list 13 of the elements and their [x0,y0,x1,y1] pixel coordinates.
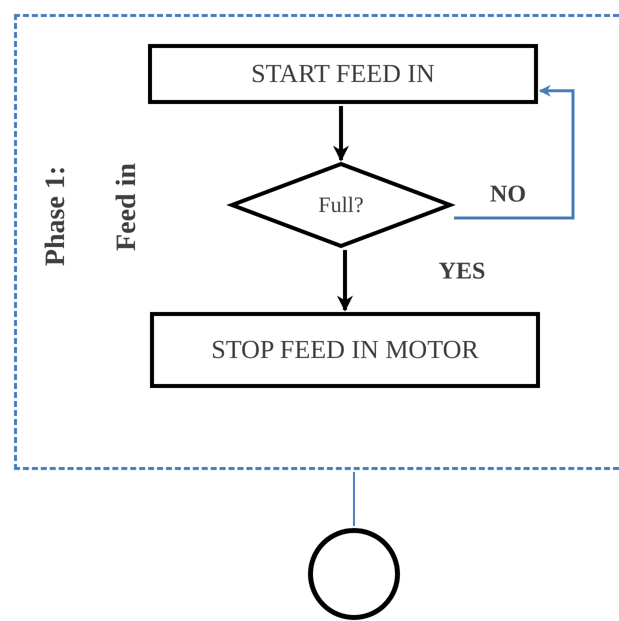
process-box [148,44,538,104]
arrow [337,250,353,312]
connector-line [353,472,355,526]
process-box [150,312,540,388]
phase-group [14,14,619,470]
arrow [454,84,574,220]
connector-circle [308,528,400,620]
step-text: START FEED IN [251,59,435,89]
phase-label: Phase 1: [41,166,71,266]
step-text: STOP FEED IN MOTOR [211,335,479,365]
decision-text: Full? [318,192,364,218]
arrow [333,106,349,162]
phase-label: Feed in [112,163,142,251]
